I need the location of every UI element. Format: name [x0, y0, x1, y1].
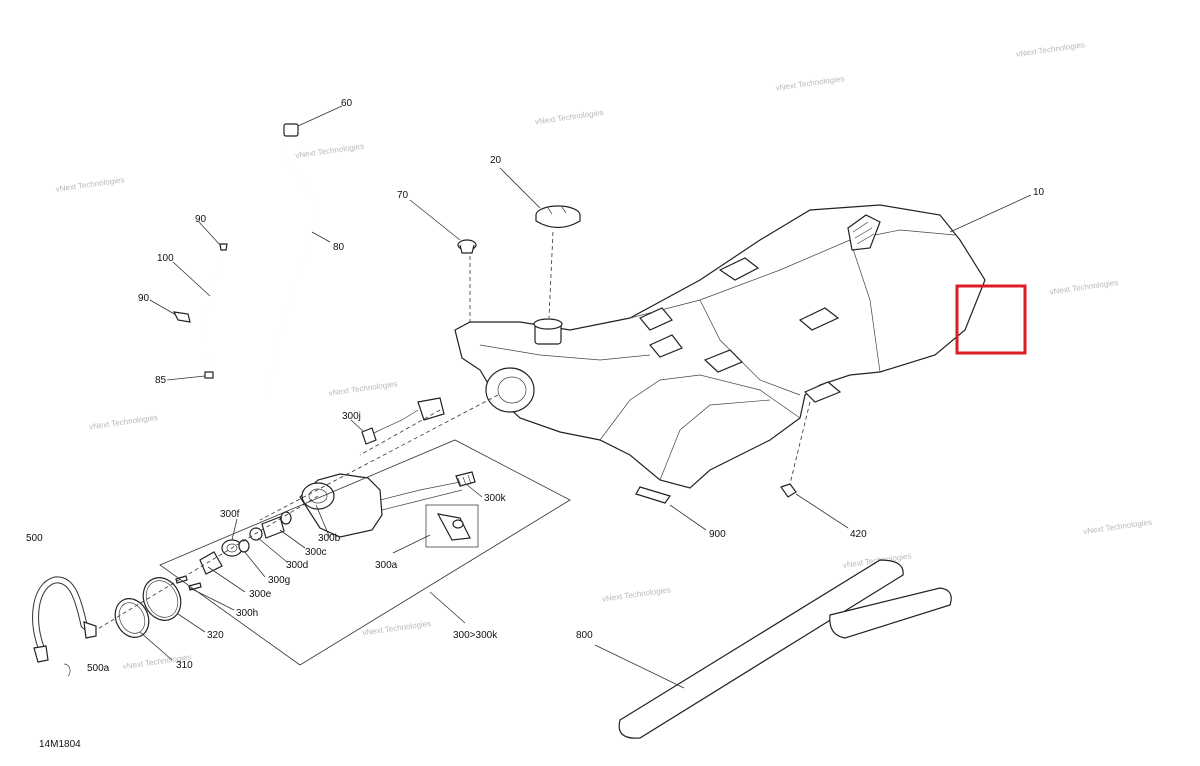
callout-300d: 300d — [286, 560, 308, 571]
callout-900: 900 — [709, 529, 726, 540]
watermark: vNext Technologies — [1016, 40, 1086, 59]
callout-420: 420 — [850, 529, 867, 540]
watermark: vNext Technologies — [601, 585, 671, 604]
clip-part — [780, 483, 797, 498]
callout-300j: 300j — [342, 411, 361, 422]
callout-300k: 300k — [484, 493, 507, 504]
callout-300c: 300c — [305, 547, 327, 558]
watermark: vNext Technologies — [89, 413, 159, 432]
callout-320: 320 — [207, 630, 224, 641]
fuel-cap — [535, 205, 581, 229]
callout-80: 80 — [333, 242, 345, 253]
callout-85: 85 — [155, 375, 167, 386]
callout-70: 70 — [397, 190, 409, 201]
callout-labels: 10 20 60 70 80 85 90 90 100 300a 300b 30… — [26, 98, 1045, 674]
leader-lines — [139, 105, 1032, 689]
callout-100: 100 — [157, 253, 174, 264]
callout-60: 60 — [341, 98, 353, 109]
callout-300-range: 300>300k — [453, 630, 498, 641]
highlight-box — [955, 284, 1027, 355]
watermark: vNext Technologies — [1083, 518, 1153, 537]
callout-300e: 300e — [249, 589, 272, 600]
watermark: vNext Technologies — [55, 175, 125, 194]
fuel-tank — [454, 204, 986, 489]
watermark: vNext Technologies — [362, 619, 432, 638]
pad-part — [635, 486, 671, 504]
callout-90-top: 90 — [195, 214, 207, 225]
vent-hoses — [172, 123, 316, 396]
group-outline-300 — [159, 439, 571, 666]
callout-300g: 300g — [268, 575, 290, 586]
pump-rings — [114, 577, 182, 638]
drawing-code: 14M1804 — [39, 739, 81, 750]
callout-300h: 300h — [236, 608, 258, 619]
callout-310: 310 — [176, 660, 193, 671]
callout-500a: 500a — [87, 663, 110, 674]
fuel-hose — [32, 576, 97, 677]
assembly-lines — [95, 231, 811, 631]
callout-10: 10 — [1033, 187, 1045, 198]
watermark: vNext Technologies — [775, 74, 845, 93]
fuel-pump-assembly — [175, 397, 479, 591]
watermark: vNext Technologies — [534, 108, 604, 127]
callout-300a: 300a — [375, 560, 398, 571]
floor-mats — [618, 559, 952, 739]
callout-20: 20 — [490, 155, 502, 166]
watermark: vNext Technologies — [1049, 278, 1119, 297]
grommet-part — [457, 239, 477, 254]
callout-500: 500 — [26, 533, 43, 544]
callout-300b: 300b — [318, 533, 341, 544]
callout-800: 800 — [576, 630, 593, 641]
callout-300f: 300f — [220, 509, 240, 520]
callout-90-bottom: 90 — [138, 293, 150, 304]
watermark: vNext Technologies — [328, 379, 398, 398]
watermark: vNext Technologies — [295, 142, 365, 161]
